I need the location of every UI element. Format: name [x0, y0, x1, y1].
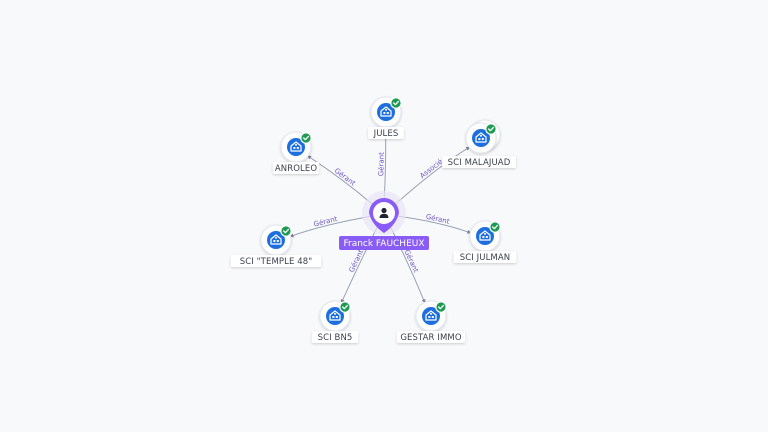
person-icon [379, 207, 389, 218]
check-icon [339, 301, 351, 313]
building-icon [380, 106, 392, 117]
building-icon [270, 234, 282, 245]
svg-text:ANROLEO: ANROLEO [275, 164, 317, 174]
svg-text:SCI BN5: SCI BN5 [318, 333, 353, 343]
check-icon [435, 301, 447, 313]
edge-label: Gérant [348, 248, 366, 273]
svg-text:GESTAR IMMO: GESTAR IMMO [400, 333, 461, 343]
check-icon [300, 132, 312, 144]
edge-julman: Gérant [397, 213, 472, 234]
edge-label: Gérant [425, 213, 451, 226]
nodes-layer: JULES SCI MALAJUAD SCI JULMAN GESTAR IMMO SC… [230, 96, 517, 343]
svg-text:SCI MALAJUAD: SCI MALAJUAD [448, 158, 511, 168]
node-label: JULES [368, 127, 404, 139]
edge-label: Gérant [377, 152, 385, 176]
edge-temple48: Gérant [289, 215, 371, 238]
edge-label: Gérant [403, 249, 420, 274]
edge-label: Gérant [333, 167, 357, 188]
node-julman[interactable]: SCI JULMAN [453, 220, 517, 263]
svg-text:Franck FAUCHEUX: Franck FAUCHEUX [343, 239, 424, 249]
node-malajuad[interactable]: SCI MALAJUAD [442, 119, 516, 168]
node-bn5[interactable]: SCI BN5 [311, 300, 359, 343]
check-icon [390, 97, 402, 109]
node-gestar[interactable]: GESTAR IMMO [396, 300, 466, 343]
node-temple48[interactable]: SCI "TEMPLE 48" [230, 224, 322, 267]
node-anroleo[interactable]: ANROLEO [272, 131, 320, 174]
edge-label: Gérant [313, 215, 339, 229]
building-icon [475, 132, 487, 143]
node-label: SCI MALAJUAD [442, 156, 516, 168]
check-icon [485, 123, 497, 135]
building-icon [329, 310, 341, 321]
svg-text:SCI "TEMPLE 48": SCI "TEMPLE 48" [240, 257, 313, 267]
svg-text:JULES: JULES [373, 129, 399, 139]
node-label: SCI "TEMPLE 48" [230, 255, 322, 267]
node-label: SCI BN5 [311, 331, 359, 343]
center-node[interactable]: Franck FAUCHEUX [339, 191, 429, 250]
building-icon [290, 141, 302, 152]
node-label: GESTAR IMMO [396, 331, 466, 343]
node-jules[interactable]: JULES [368, 96, 404, 139]
check-icon [280, 225, 292, 237]
center-pin[interactable] [369, 198, 399, 233]
center-name-label: Franck FAUCHEUX [339, 236, 429, 250]
svg-text:SCI JULMAN: SCI JULMAN [460, 253, 511, 263]
node-label: ANROLEO [272, 162, 320, 174]
building-icon [425, 310, 437, 321]
building-icon [479, 230, 491, 241]
edge-label: Associé [418, 158, 444, 181]
node-label: SCI JULMAN [453, 251, 517, 263]
check-icon [489, 221, 501, 233]
